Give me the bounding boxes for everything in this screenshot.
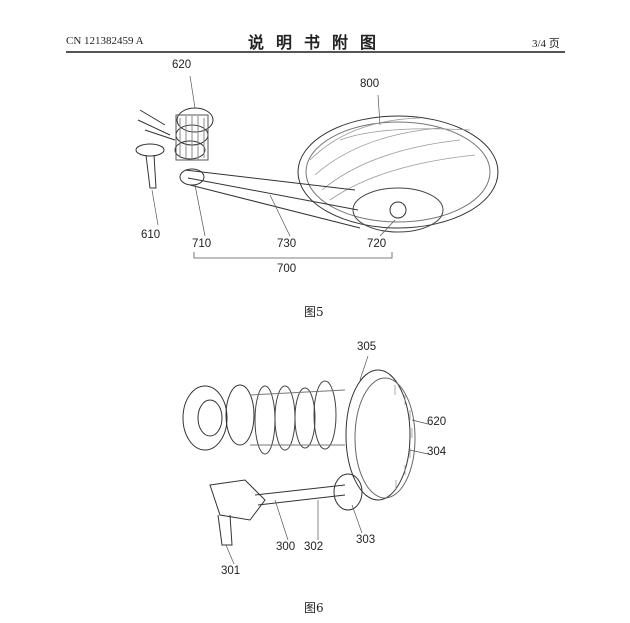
belt-730 bbox=[184, 169, 361, 229]
tire-800 bbox=[297, 115, 499, 229]
figure5-drawing bbox=[135, 75, 499, 259]
label-720: 720 bbox=[367, 238, 387, 250]
gear-stack bbox=[249, 380, 346, 455]
label-620-fig6: 620 bbox=[427, 416, 447, 428]
label-730: 730 bbox=[277, 238, 297, 250]
label-303: 303 bbox=[356, 534, 376, 546]
bracket-700 bbox=[193, 252, 393, 259]
label-700: 700 bbox=[277, 263, 297, 275]
pump-301 bbox=[209, 479, 266, 546]
shaft-300 bbox=[254, 484, 346, 506]
pulley bbox=[182, 385, 228, 451]
label-304: 304 bbox=[427, 446, 447, 458]
label-620: 620 bbox=[172, 59, 192, 71]
pulley-710 bbox=[179, 168, 205, 186]
header-divider bbox=[66, 51, 565, 53]
figure6-caption: 图6 bbox=[304, 601, 324, 615]
page-title: 说明书附图 bbox=[248, 33, 389, 52]
label-710: 710 bbox=[192, 238, 212, 250]
wheel-hub-720 bbox=[352, 187, 444, 233]
label-800: 800 bbox=[360, 78, 380, 90]
label-610: 610 bbox=[141, 229, 161, 241]
clutch-basket-305 bbox=[345, 369, 411, 501]
page-number: 3/4 页 bbox=[532, 38, 560, 50]
gear-303 bbox=[333, 473, 363, 511]
figure5-caption: 图5 bbox=[304, 305, 324, 319]
label-305: 305 bbox=[357, 341, 377, 353]
shaft-610 bbox=[135, 109, 176, 189]
label-300: 300 bbox=[276, 541, 296, 553]
gear-cluster-620 bbox=[174, 107, 214, 161]
document-number: CN 121382459 A bbox=[66, 35, 144, 47]
label-302: 302 bbox=[304, 541, 324, 553]
figure6-drawing bbox=[182, 355, 429, 565]
label-301: 301 bbox=[221, 565, 241, 577]
